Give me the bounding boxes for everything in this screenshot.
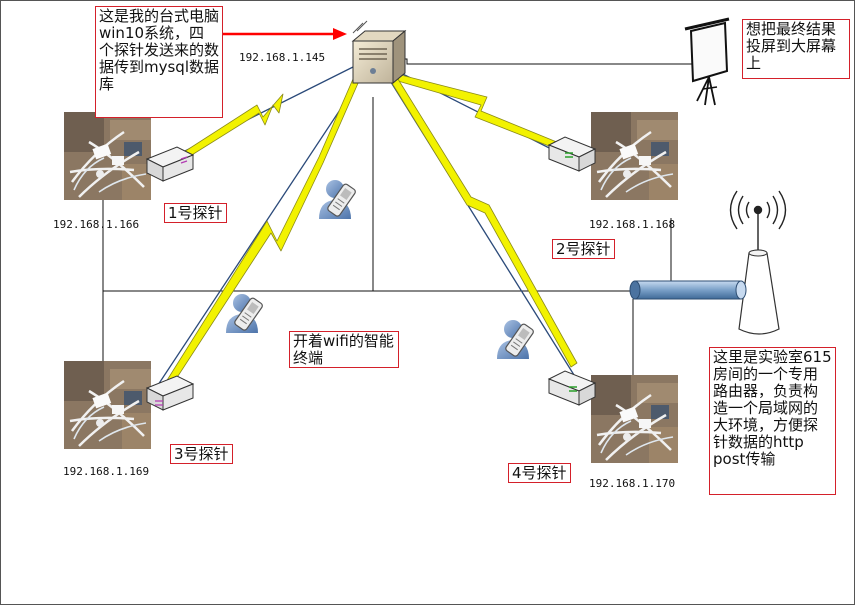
user-with-phone-icon (496, 319, 536, 360)
user-with-phone-icon (318, 179, 358, 220)
server-tower-icon (351, 20, 407, 85)
probe-device-icon (146, 146, 194, 182)
probe-device-icon (548, 370, 596, 406)
probe-ip-2: 192.168.1.168 (589, 218, 676, 231)
probe-photo-2 (589, 110, 680, 202)
probe-label-3: 3号探针 (170, 444, 233, 464)
screen-note: 想把最终结果投屏到大屏幕上 (742, 19, 850, 79)
projector-screen-icon (684, 17, 730, 106)
probe-label-1: 1号探针 (164, 203, 227, 223)
probe-ip-3: 192.168.1.169 (63, 465, 150, 478)
desktop-note: 这是我的台式电脑win10系统，四个探针发送来的数据传到mysql数据库 (95, 6, 223, 118)
probe-device-icon (548, 136, 596, 172)
probe-label-4: 4号探针 (508, 463, 571, 483)
router-cylinder-icon (738, 249, 780, 335)
probe-photo-4 (589, 373, 680, 465)
probe-photo-1 (62, 110, 153, 202)
terminal-note: 开着wifi的智能终端 (289, 331, 399, 368)
probe-ip-1: 192.168.1.166 (53, 218, 140, 231)
probe-label-2: 2号探针 (552, 239, 615, 259)
server-ip: 192.168.1.145 (239, 51, 326, 64)
wireless-antenna-icon (729, 190, 787, 251)
router-note: 这里是实验室615房间的一个专用路由器，负责构造一个局域网的大环境，方便探针数据… (709, 347, 836, 495)
probe-ip-4: 192.168.1.170 (589, 477, 676, 490)
network-bus (629, 280, 747, 300)
probe-photo-3 (62, 359, 153, 451)
user-with-phone-icon (225, 293, 265, 334)
probe-device-icon (146, 375, 194, 411)
